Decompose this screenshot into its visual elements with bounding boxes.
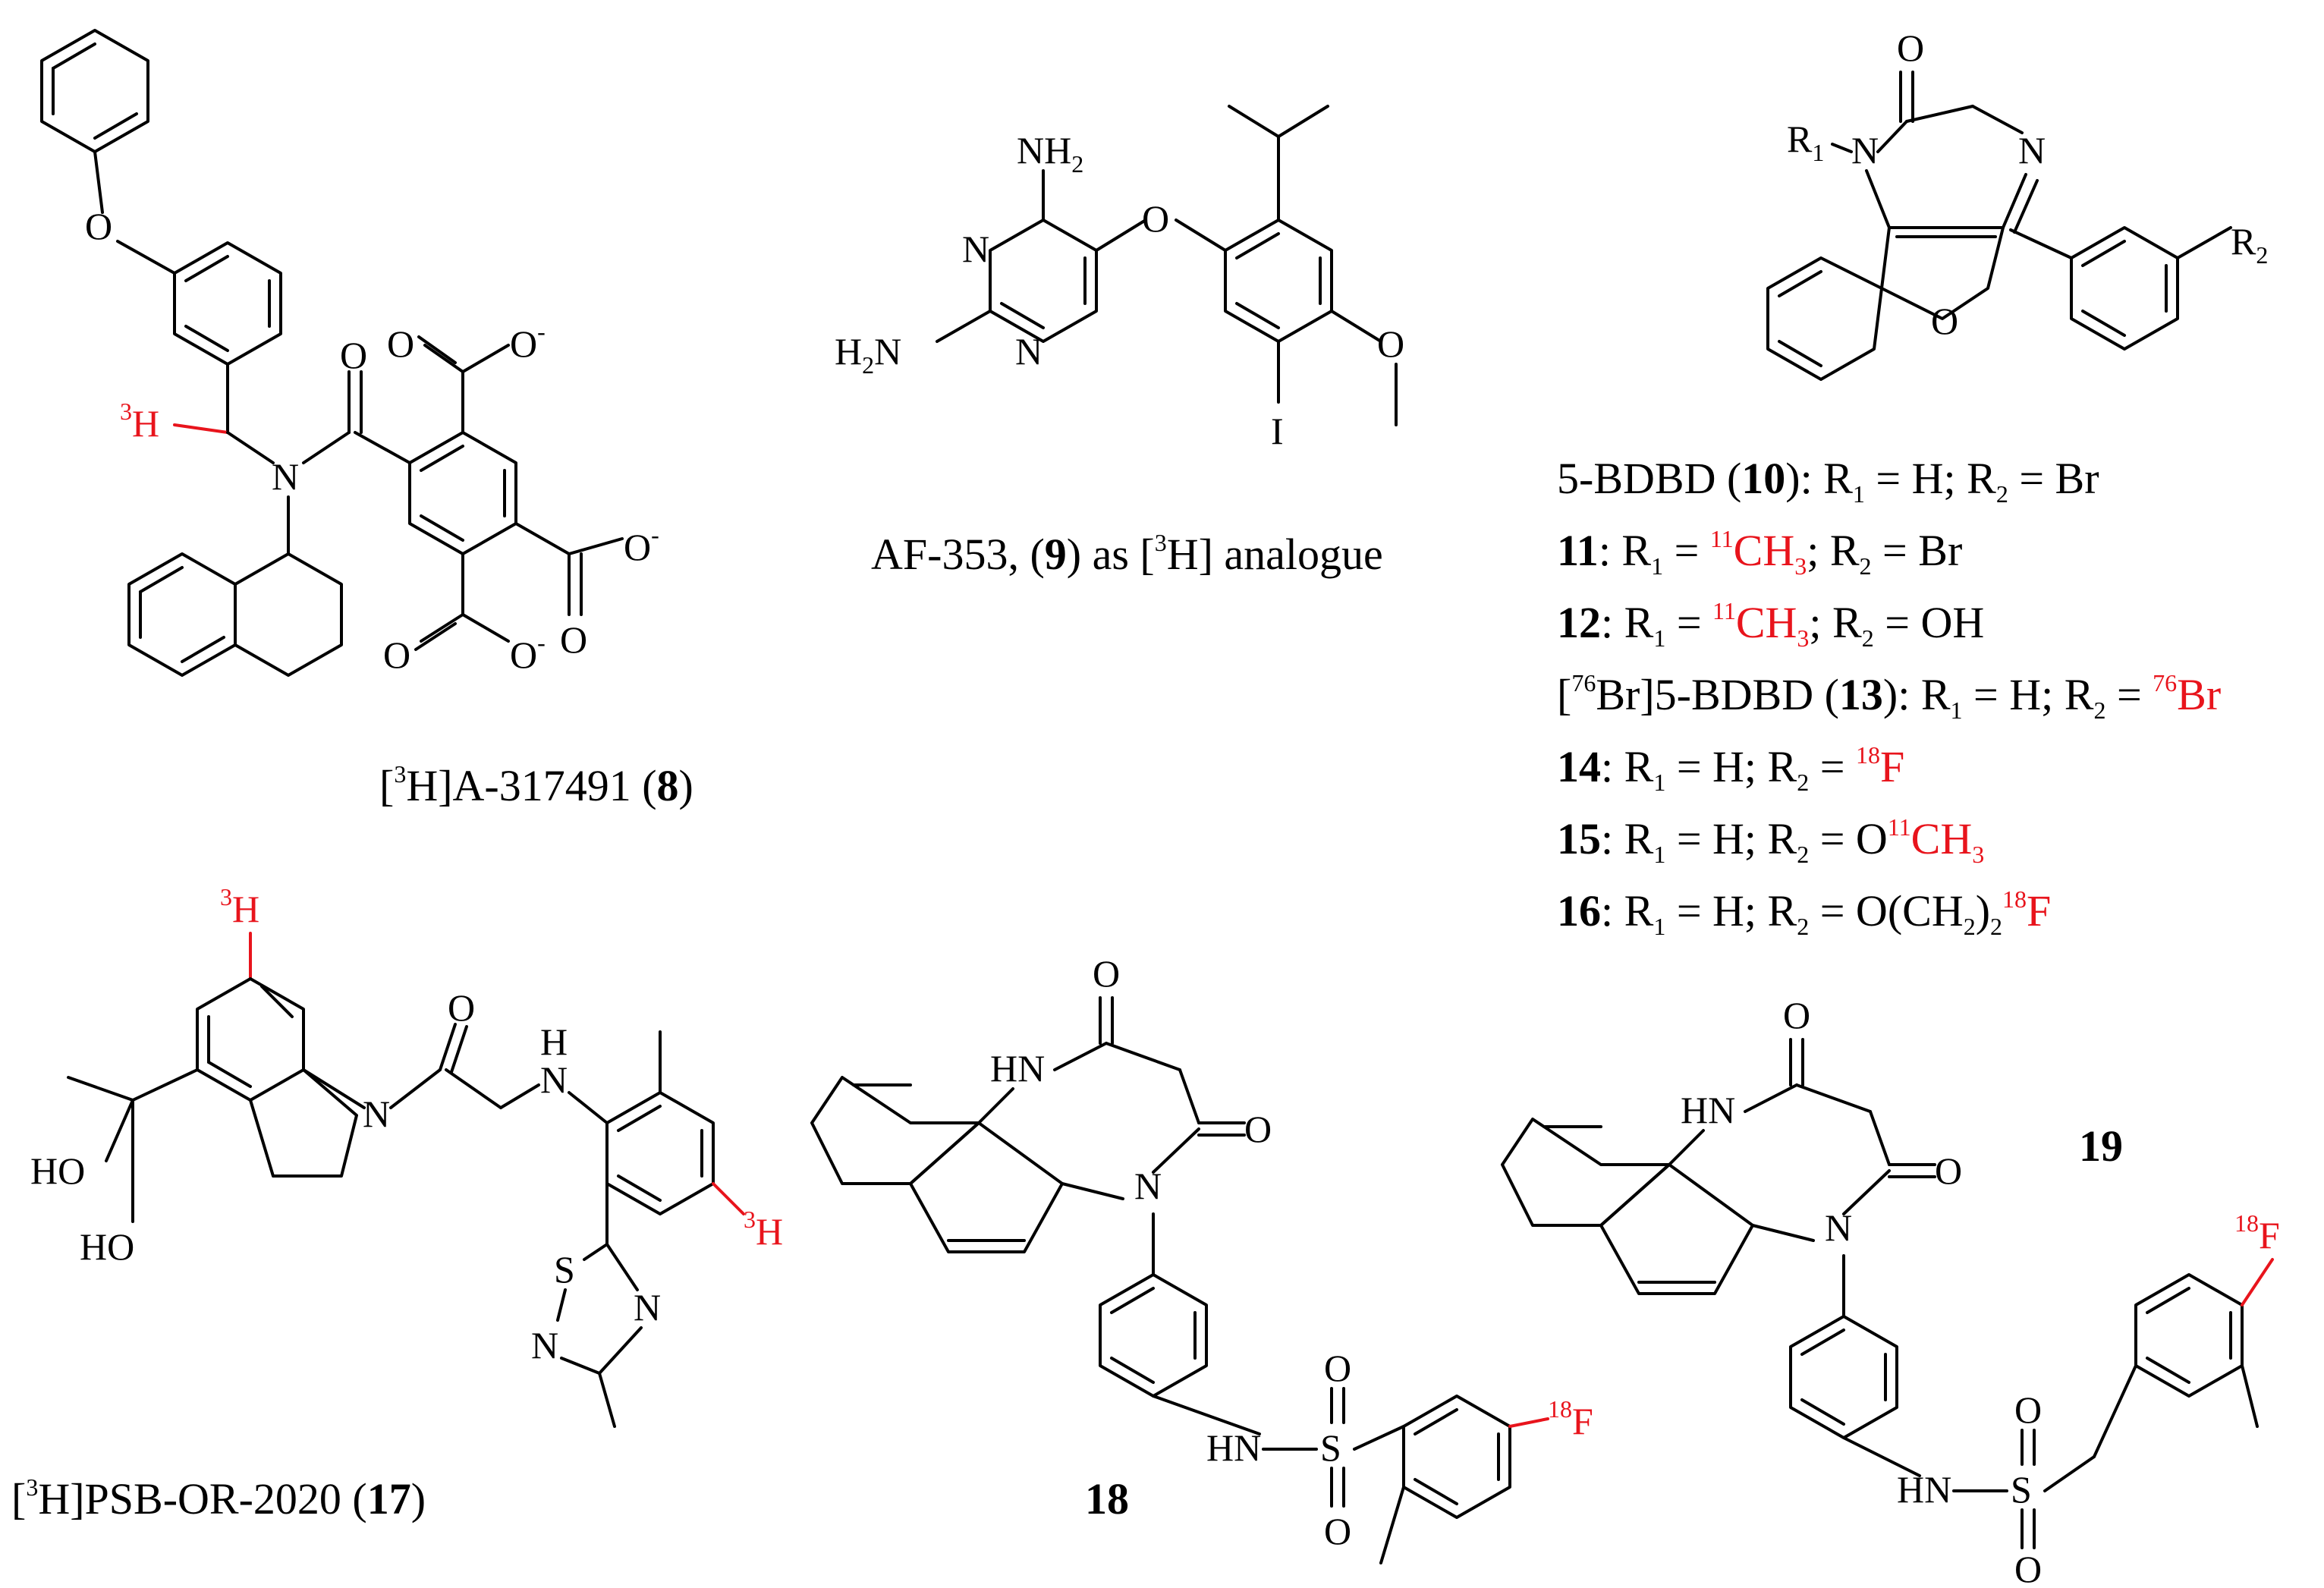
c8-carbonyl-oxygen: O [340, 334, 367, 376]
c10-carbonyl-oxygen: O [1897, 27, 1924, 69]
c17-thiadiazole-N1: N [634, 1286, 661, 1329]
c19-sulfonamide-HN: HN [1897, 1468, 1951, 1511]
c9-nh2-left: H2N [835, 330, 901, 379]
compound-18-caption: 18 [1085, 1474, 1129, 1524]
c18-sulfonyl-O2: O [1324, 1510, 1351, 1552]
c9-nh2-top: NH2 [1017, 129, 1083, 178]
compound-19-caption: 19 [2079, 1121, 2123, 1171]
c18-side-oxygen: O [1244, 1108, 1272, 1150]
c18-sulfur: S [1320, 1426, 1341, 1469]
c19-HN: HN [1681, 1089, 1735, 1131]
compound-9-caption: AF-353, (9) as [3H] analogue [871, 529, 1383, 579]
substituent-row-14: 14: R1 = H; R2 = 18F [1557, 741, 1904, 796]
c9-ether-oxygen: O [1142, 197, 1169, 240]
c17-tritium-top: 3H [220, 883, 259, 930]
c17-tritium-aryl: 3H [744, 1206, 783, 1253]
c18-sulfonyl-O1: O [1324, 1347, 1351, 1389]
c17-hydroxyl-1: HO [30, 1149, 85, 1192]
c8-coo-right-O2: O [560, 618, 587, 661]
c19-sulfonyl-O2: O [2014, 1548, 2042, 1588]
c8-coo-right-O1: O- [624, 521, 659, 568]
compound-9-structure: NH2 N N H2N O O I [835, 105, 1404, 452]
substituent-row-15: 15: R1 = H; R2 = O11CH3 [1557, 813, 1984, 868]
c9-iodine: I [1271, 410, 1284, 452]
c9-ring-N1: N [962, 228, 989, 270]
substituent-row-12: 12: R1 = 11CH3; R2 = OH [1557, 597, 1984, 652]
substituent-row-13: [76Br]5-BDBD (13): R1 = H; R2 = 76Br [1557, 669, 2221, 724]
c18-fluorine-18: 18F [1548, 1395, 1593, 1442]
c18-HN: HN [990, 1047, 1045, 1090]
c8-amide-nitrogen: N [272, 455, 299, 498]
c8-coo-top-O1: O [387, 322, 414, 365]
c19-sulfonyl-O1: O [2014, 1388, 2042, 1431]
c17-hydroxyl-2: HO [80, 1225, 134, 1268]
c8-coo-top-O2: O- [510, 318, 546, 365]
c18-sulfonamide-HN: HN [1206, 1426, 1261, 1469]
compound-10-scaffold-structure: O N N R1 O R2 [1766, 27, 2268, 381]
compound-8-structure: O 3H N O O O- [40, 29, 659, 677]
c17-amine-nh: N [540, 1058, 568, 1101]
c9-ring-N2: N [1015, 330, 1042, 373]
c10-amide-nitrogen: N [1851, 129, 1879, 171]
compound-19-structure: O HN O N HN S O O [1501, 994, 2280, 1588]
c18-N: N [1134, 1165, 1162, 1207]
c19-sulfur: S [2011, 1468, 2032, 1511]
c8-coo-bottom-O1: O [383, 634, 410, 676]
c17-thiadiazole-S: S [554, 1248, 575, 1291]
c8-oxygen-ether: O [85, 205, 112, 247]
c19-N: N [1825, 1206, 1852, 1249]
substituent-row-11: 11: R1 = 11CH3; R2 = Br [1557, 525, 1962, 580]
c10-furan-oxygen: O [1931, 300, 1958, 342]
c9-methoxy-oxygen: O [1377, 322, 1404, 365]
substituent-row-10: 5-BDBD (10): R1 = H; R2 = Br [1557, 454, 2099, 508]
c18-top-oxygen: O [1093, 952, 1120, 995]
c8-coo-bottom-O2: O- [510, 629, 546, 676]
compound-17-caption: [3H]PSB-OR-2020 (17) [11, 1473, 426, 1524]
compound-17-structure: 3H N HO HO O N H 3H [30, 883, 783, 1428]
c10-R2-label: R2 [2231, 220, 2268, 269]
c17-carbonyl-oxygen: O [448, 986, 475, 1029]
c10-imine-nitrogen: N [2018, 129, 2046, 171]
compound-18-structure: O HN O N HN S O O [810, 952, 1593, 1564]
substituent-row-16: 16: R1 = H; R2 = O(CH2)218F [1557, 885, 2051, 940]
substituent-table: 5-BDBD (10): R1 = H; R2 = Br 11: R1 = 11… [1557, 454, 2221, 940]
compound-8-caption: [3H]A-317491 (8) [379, 760, 693, 810]
c17-amine-h: H [540, 1020, 568, 1063]
c19-fluorine-18: 18F [2234, 1209, 2280, 1256]
c8-tritium-label: 3H [120, 398, 159, 445]
c19-top-oxygen: O [1783, 994, 1810, 1036]
c17-thiadiazole-N2: N [531, 1324, 558, 1366]
c17-indoline-nitrogen: N [363, 1093, 390, 1135]
c19-side-oxygen: O [1935, 1149, 1962, 1192]
c10-R1-label: R1 [1787, 118, 1824, 166]
